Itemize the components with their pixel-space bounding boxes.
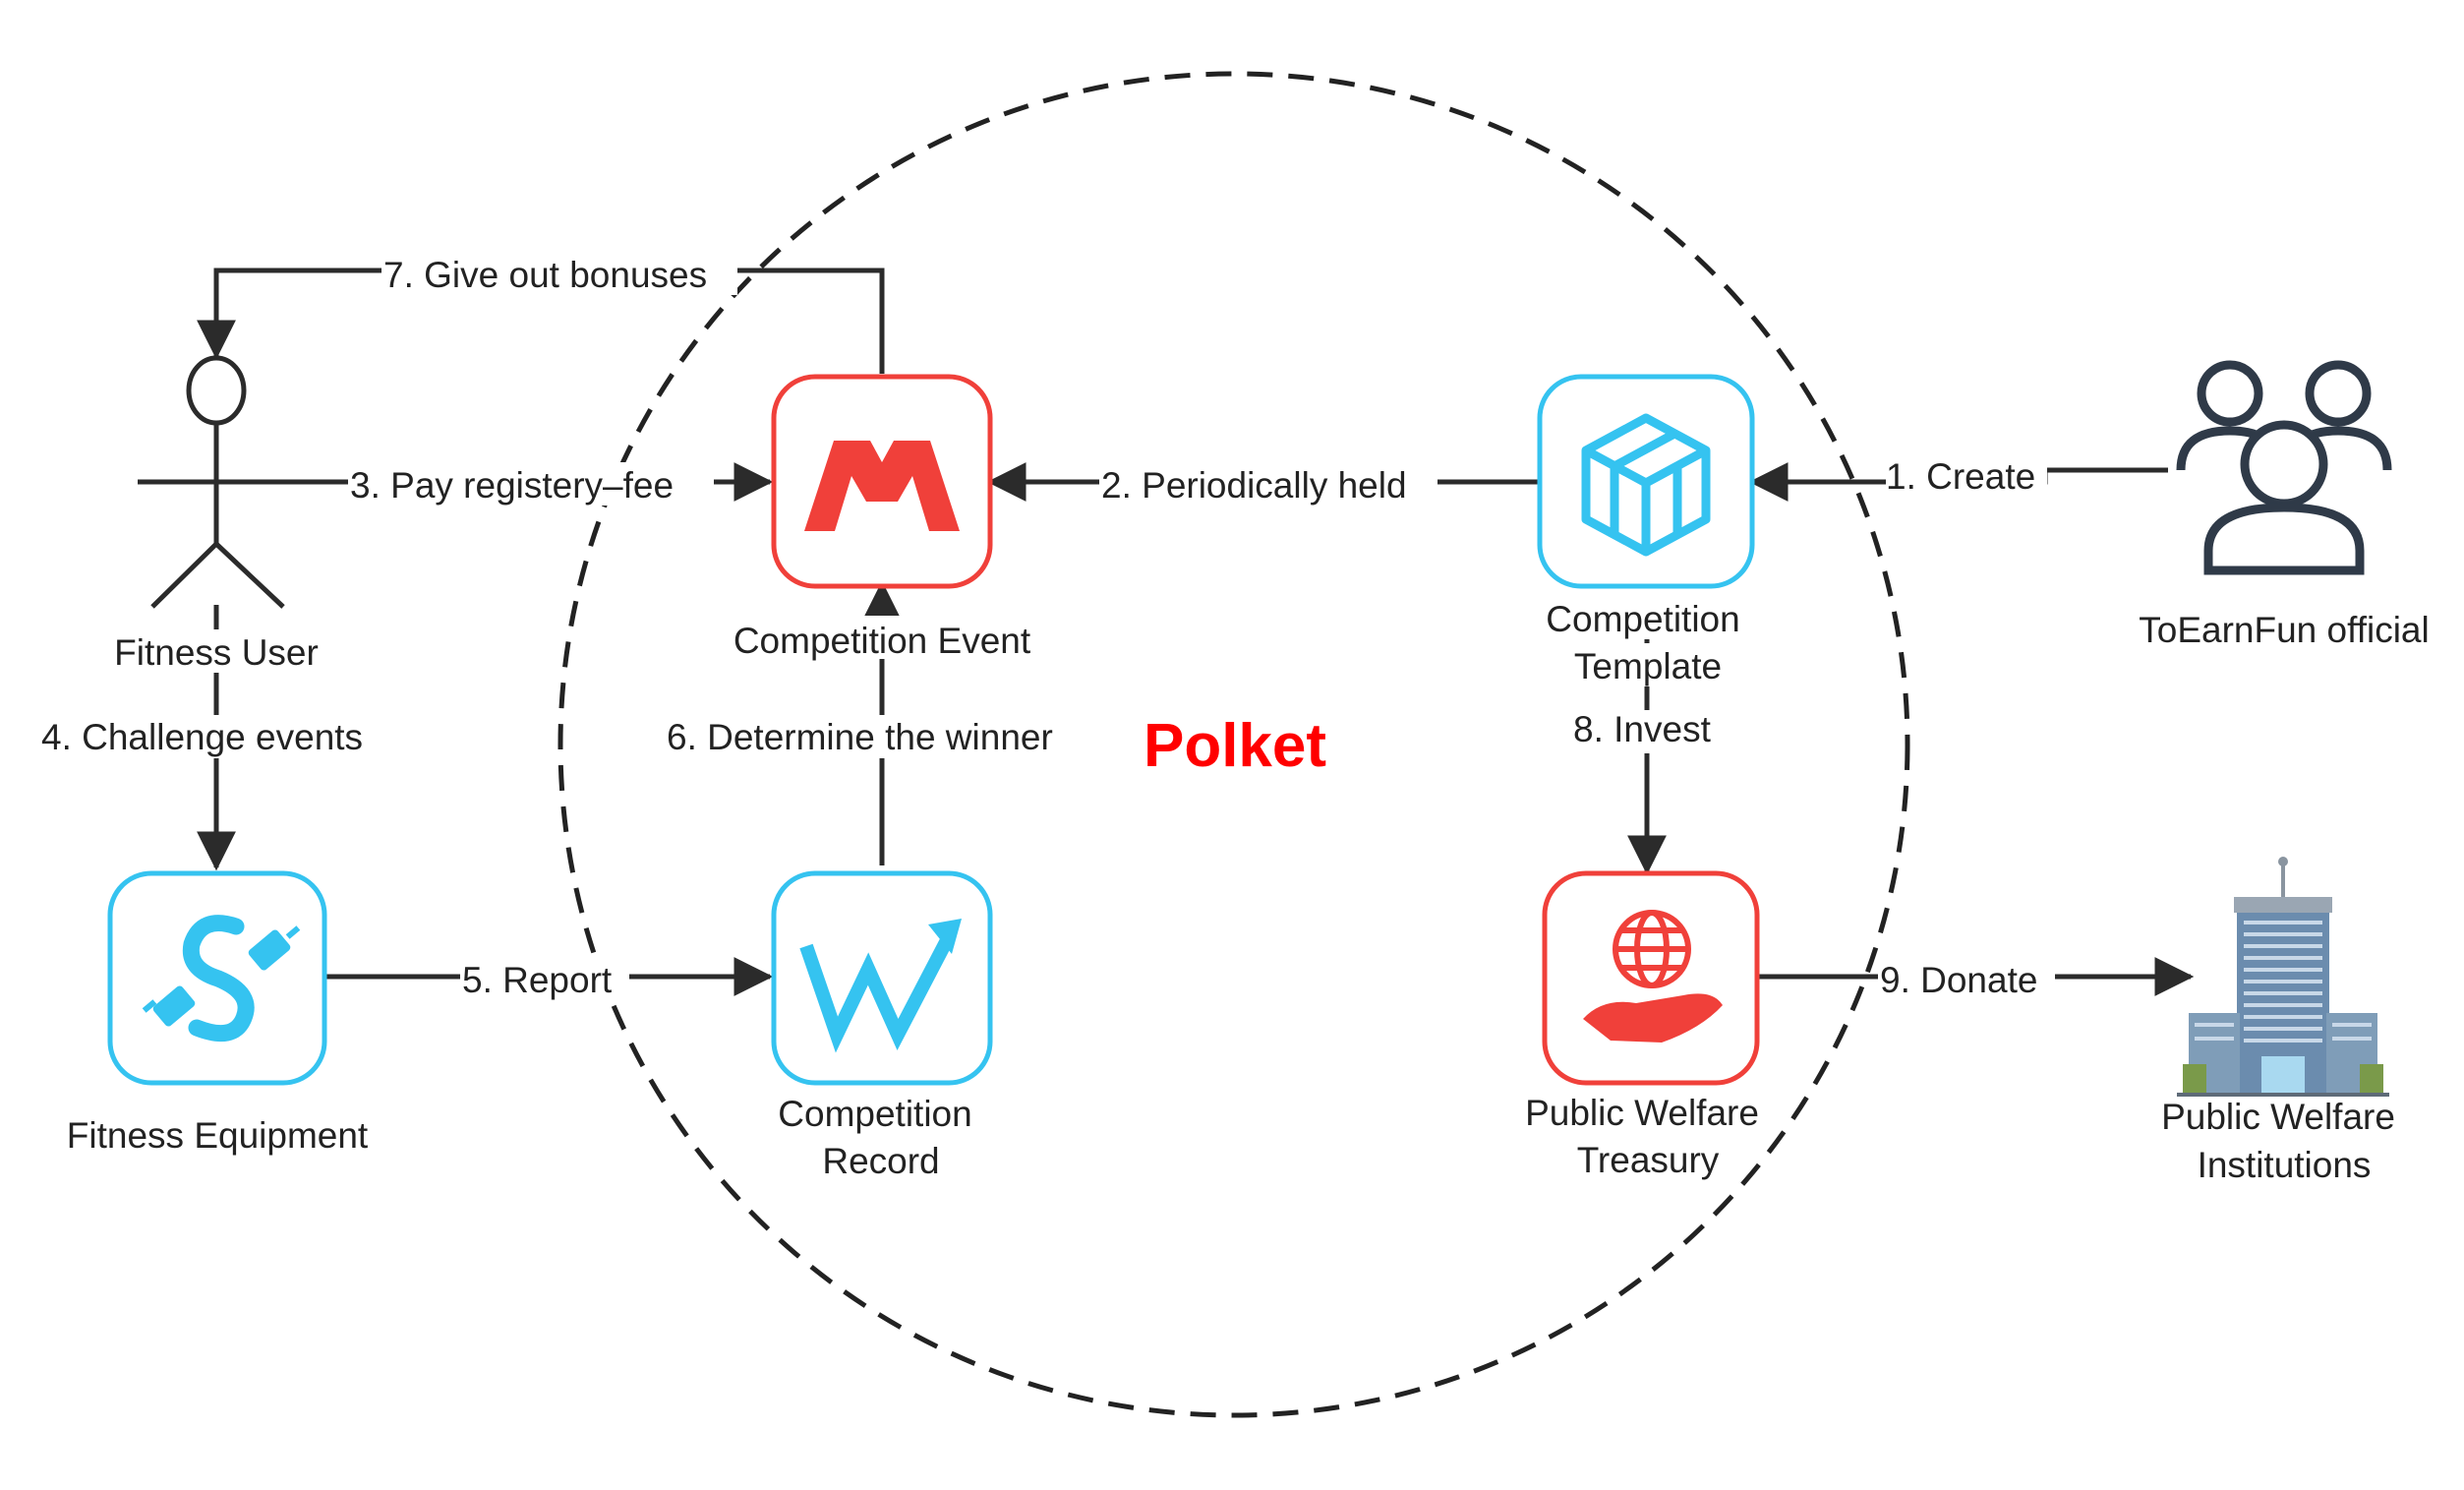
label-public-welfare-treasury-1: Public Welfare xyxy=(1525,1093,1759,1133)
edge-label-periodically-held: 2. Periodically held xyxy=(1101,465,1407,506)
edge-determine-winner: 6. Determine the winner xyxy=(665,580,1097,865)
node-public-welfare-treasury: Public Welfare Treasury xyxy=(1525,870,1760,1182)
cube-icon xyxy=(1581,413,1711,557)
edge-challenge-events: 4. Challenge events xyxy=(39,605,395,871)
label-public-welfare-treasury-2: Treasury xyxy=(1577,1140,1720,1180)
edge-label-invest: 8. Invest xyxy=(1573,709,1712,749)
edge-label-create: 1. Create xyxy=(1886,456,2035,497)
label-fitness-user: Fitness User xyxy=(114,632,319,673)
edge-report: 5. Report xyxy=(326,957,774,1000)
edge-label-report: 5. Report xyxy=(462,960,613,1000)
node-fitness-user: Fitness User xyxy=(98,355,334,673)
edge-create: 1. Create xyxy=(1748,454,2168,502)
edge-pay-fee: 3. Pay registery–fee xyxy=(221,462,774,506)
edge-give-bonuses: 7. Give out bonuses xyxy=(197,252,885,374)
label-competition-template-2: Template xyxy=(1574,646,1722,686)
stick-figure-icon xyxy=(138,355,295,609)
globe-in-hand-icon xyxy=(1583,910,1723,1043)
node-toearnfun-official: ToEarnFun official xyxy=(2139,360,2430,650)
node-public-welfare-institutions: Public Welfare Institutions xyxy=(2161,857,2395,1185)
label-competition-template-1: Competition xyxy=(1546,599,1739,639)
edge-label-pay-fee: 3. Pay registery–fee xyxy=(350,465,674,506)
label-fitness-equipment: Fitness Equipment xyxy=(67,1115,369,1156)
edge-label-determine-winner: 6. Determine the winner xyxy=(667,717,1053,757)
label-public-welfare-institutions-1: Public Welfare xyxy=(2161,1097,2395,1137)
users-group-icon xyxy=(2176,360,2392,575)
w-trend-icon xyxy=(799,919,962,1053)
label-toearnfun-official: ToEarnFun official xyxy=(2139,610,2429,650)
node-competition-template: Competition Template xyxy=(1524,374,1770,686)
office-building-icon xyxy=(2177,857,2389,1097)
diagram-title: Polket xyxy=(1144,712,1326,780)
edge-label-give-bonuses: 7. Give out bonuses xyxy=(383,255,707,295)
polket-boundary xyxy=(557,71,1910,1418)
node-competition-event: Competition Event xyxy=(708,374,1056,661)
edge-invest: 8. Invest xyxy=(1571,600,1723,875)
label-public-welfare-institutions-2: Institutions xyxy=(2198,1145,2372,1185)
label-competition-record-2: Record xyxy=(822,1141,939,1181)
node-fitness-equipment: Fitness Equipment xyxy=(67,870,369,1156)
edge-periodically-held: 2. Periodically held xyxy=(986,462,1540,506)
cable-connector-icon xyxy=(142,915,301,1043)
edge-donate: 9. Donate xyxy=(1758,957,2195,1000)
edge-label-challenge-events: 4. Challenge events xyxy=(41,717,363,757)
label-competition-event: Competition Event xyxy=(733,621,1031,661)
m-logo-icon xyxy=(804,441,960,531)
label-competition-record-1: Competition xyxy=(778,1094,971,1134)
node-competition-record: Competition Record xyxy=(757,870,1003,1182)
edge-label-donate: 9. Donate xyxy=(1880,960,2037,1000)
